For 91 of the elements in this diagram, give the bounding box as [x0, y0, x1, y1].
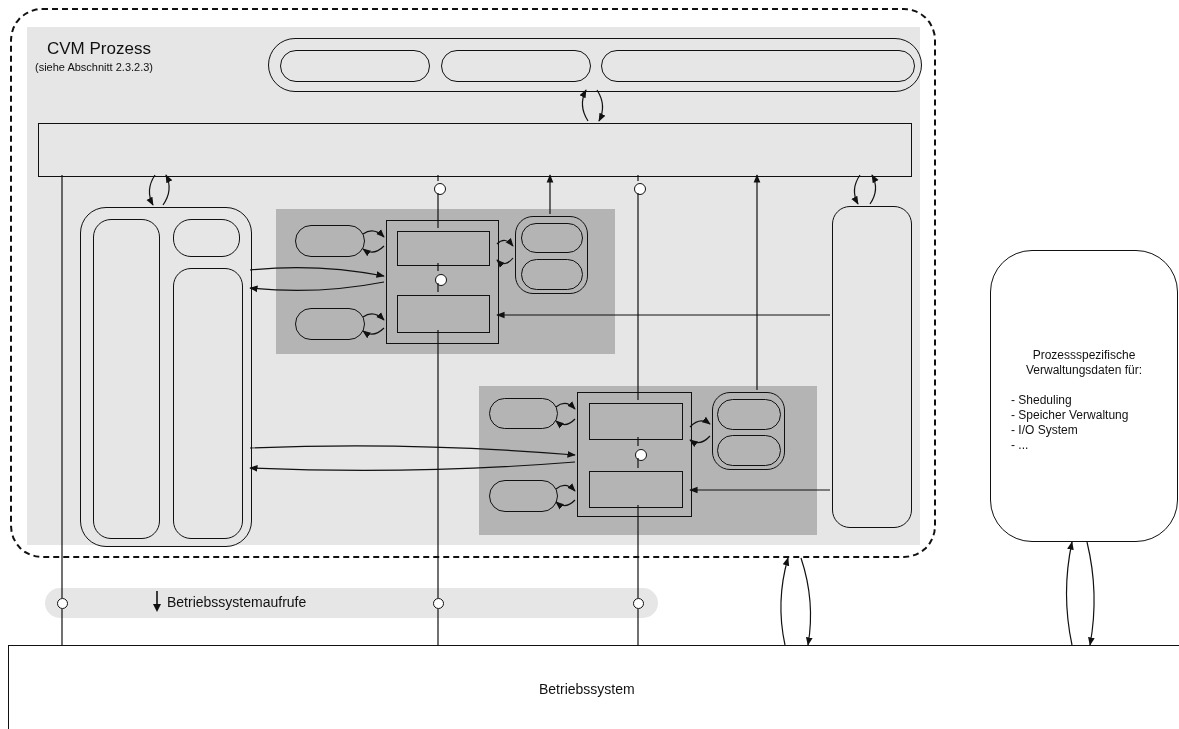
inner-box	[397, 295, 490, 333]
arrow	[555, 418, 576, 429]
inner-box	[589, 403, 683, 440]
connector-line	[61, 174, 63, 599]
call-band	[45, 588, 658, 618]
arrow	[555, 483, 576, 492]
rounded-box	[295, 308, 365, 340]
arrow	[362, 229, 385, 238]
inner-box	[589, 471, 683, 508]
interface-circle	[435, 274, 447, 286]
arrow	[496, 311, 831, 319]
arrow	[851, 174, 861, 205]
rounded-box	[489, 480, 558, 512]
rounded-box	[280, 50, 430, 82]
component-box	[386, 220, 499, 344]
rounded-box	[717, 435, 781, 466]
rounded-container	[80, 207, 252, 547]
connector-line	[437, 262, 439, 272]
rounded-box	[441, 50, 591, 82]
arrow	[596, 89, 606, 122]
rounded-container	[515, 216, 588, 294]
arrow	[869, 174, 879, 205]
interface-circle	[633, 598, 644, 609]
arrow	[555, 401, 576, 410]
rounded-container	[712, 392, 785, 470]
arrow	[162, 174, 173, 206]
list-item: - Sheduling	[1010, 393, 1073, 408]
band-label: Betriebssystemaufrufe	[167, 594, 307, 610]
arrow	[496, 257, 514, 268]
note-heading: Prozessspezifische Verwaltungsdaten für:	[1024, 348, 1144, 378]
component-panel	[276, 209, 615, 354]
os-box	[8, 645, 1179, 729]
connector-line	[637, 174, 639, 182]
arrow	[555, 499, 576, 510]
rounded-box	[521, 223, 583, 253]
list-item: - ...	[1010, 438, 1030, 453]
component-panel	[479, 386, 817, 535]
arrow	[1065, 541, 1074, 646]
arrow	[249, 461, 576, 472]
interface-circle	[634, 183, 646, 195]
arrow	[689, 417, 711, 428]
process-title: CVM Prozess	[47, 39, 151, 59]
list-item: - I/O System	[1010, 423, 1079, 438]
arrow	[579, 89, 589, 122]
list-item: - Speicher Verwaltung	[1010, 408, 1130, 423]
arrow	[362, 245, 385, 256]
arrow	[146, 174, 156, 206]
interface-circle	[434, 183, 446, 195]
connector-line	[637, 608, 639, 646]
connector-line	[437, 174, 439, 182]
section-reference: (siehe Abschnitt 2.3.2.3)	[35, 61, 153, 73]
arrow	[362, 312, 385, 321]
rounded-container	[268, 38, 922, 92]
inner-box	[397, 231, 490, 266]
connector-line	[637, 192, 639, 401]
arrow	[689, 435, 711, 447]
component-box	[577, 392, 692, 517]
rounded-box	[93, 219, 160, 539]
interface-circle	[433, 598, 444, 609]
arrow	[689, 486, 831, 494]
wide-bar	[38, 123, 912, 177]
connector-line	[637, 436, 639, 447]
rounded-box	[489, 398, 558, 429]
connector-line	[637, 457, 639, 469]
rounded-box	[832, 206, 912, 528]
rounded-box	[717, 399, 781, 430]
arrow	[546, 174, 554, 215]
arrow	[249, 445, 576, 458]
rounded-box	[601, 50, 915, 82]
connector-line	[637, 504, 639, 599]
arrow	[780, 557, 790, 646]
interface-circle	[635, 449, 647, 461]
connector-line	[437, 608, 439, 646]
connector-line	[61, 608, 63, 646]
arrow	[496, 238, 514, 247]
rounded-box	[173, 268, 243, 539]
os-label: Betriebssystem	[539, 681, 635, 697]
rounded-box	[295, 225, 365, 257]
connector-line	[437, 329, 439, 599]
arrow	[249, 281, 385, 293]
arrow	[362, 327, 385, 338]
arrow	[753, 174, 761, 391]
arrow	[800, 557, 813, 646]
data-box	[990, 250, 1178, 542]
connector-line	[437, 192, 439, 229]
interface-circle	[57, 598, 68, 609]
arrow	[1086, 541, 1095, 646]
rounded-box	[173, 219, 240, 257]
rounded-box	[521, 259, 583, 290]
connector-line	[437, 282, 439, 293]
arrow	[249, 266, 385, 278]
